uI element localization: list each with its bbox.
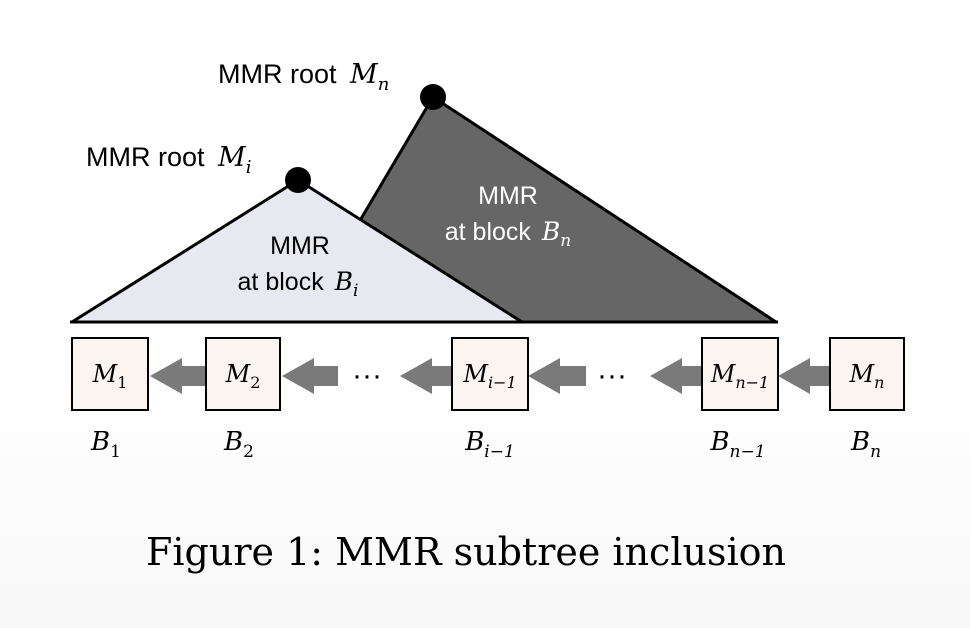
chain-ellipsis-1: ···	[352, 359, 382, 392]
chain-arrow	[282, 358, 338, 394]
block-2: M2 B2	[205, 337, 281, 462]
svg-text:Mn−1: Mn−1	[710, 360, 769, 392]
block-i-minus-1: Mi−1 Bi−1	[451, 337, 529, 462]
inner-triangle-label-line1: MMR	[270, 232, 330, 260]
outer-triangle-label-line2: at block Bn	[445, 217, 571, 251]
chain-ellipsis-2: ···	[597, 359, 627, 392]
inner-root-node	[285, 167, 311, 193]
chain-arrow	[150, 358, 206, 394]
chain-arrow	[778, 358, 830, 394]
outer-root-node	[420, 84, 446, 110]
svg-text:Bn: Bn	[850, 427, 881, 462]
outer-triangle-label-line1: MMR	[478, 182, 538, 210]
svg-text:Bn−1: Bn−1	[709, 427, 765, 462]
block-1: M1 B1	[71, 337, 149, 462]
svg-text:Bi−1: Bi−1	[464, 427, 515, 462]
svg-text:B2: B2	[223, 427, 254, 462]
inner-triangle-label-line2: at block Bi	[238, 267, 359, 301]
figure-caption: Figure 1: MMR subtree inclusion	[146, 530, 786, 574]
svg-text:B1: B1	[90, 427, 121, 462]
svg-text:M1: M1	[92, 360, 128, 392]
block-n-minus-1: Mn−1 Bn−1	[701, 337, 779, 462]
inner-root-label: MMR root Mi	[86, 142, 251, 178]
chain-arrow	[400, 358, 452, 394]
block-n: Mn Bn	[829, 337, 905, 462]
svg-text:Mi−1: Mi−1	[462, 360, 516, 392]
outer-root-label: MMR root Mn	[218, 59, 389, 95]
svg-text:Mn: Mn	[849, 360, 885, 392]
chain-arrow	[528, 358, 586, 394]
chain-arrow	[650, 358, 702, 394]
svg-text:M2: M2	[225, 360, 261, 392]
